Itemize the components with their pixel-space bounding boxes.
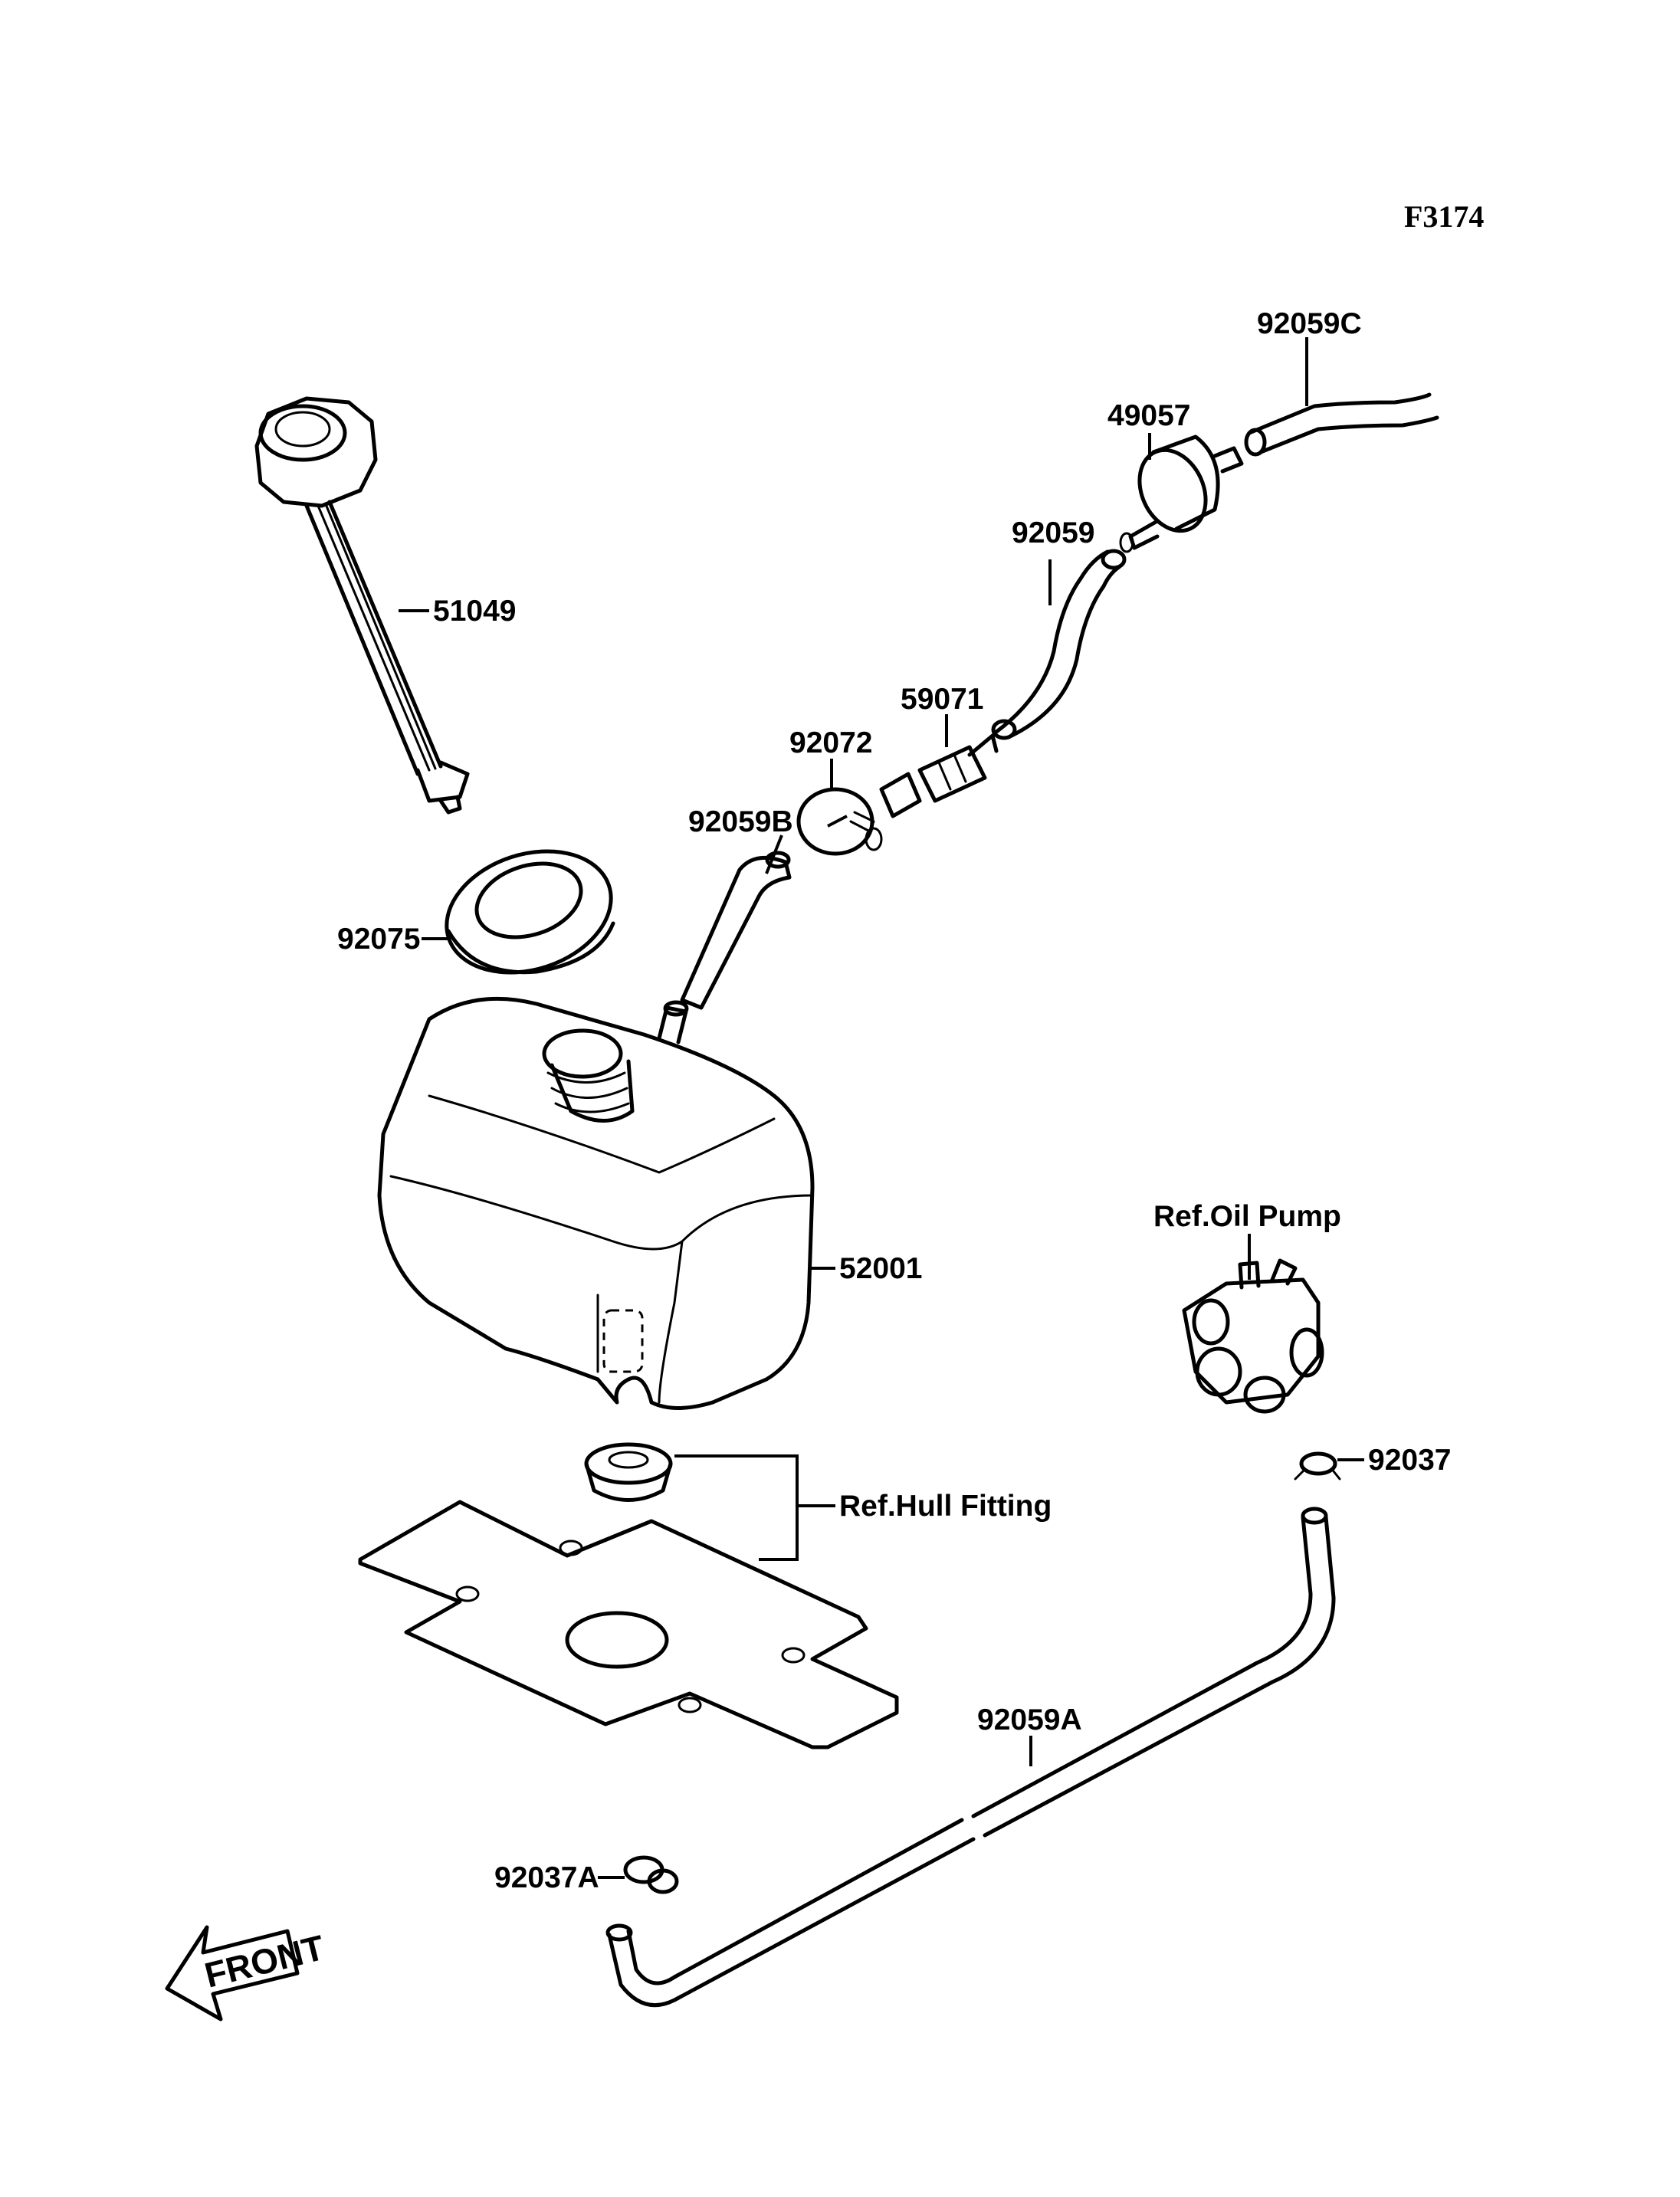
label-92037: 92037 <box>1368 1444 1451 1477</box>
part-92059c-hose <box>1244 392 1439 457</box>
part-92059-hose <box>991 549 1127 740</box>
label-92072: 92072 <box>789 726 872 759</box>
label-ref-oil-pump: Ref.Oil Pump <box>1153 1200 1341 1233</box>
part-52001-oil-tank <box>377 996 815 1410</box>
part-49057-filter <box>1119 434 1244 553</box>
label-92059: 92059 <box>1012 516 1094 549</box>
front-arrow-icon: FRONT <box>165 1925 328 2022</box>
part-92037-clamp <box>1294 1451 1341 1481</box>
oil-pump-reference <box>1182 1258 1324 1414</box>
hull-fitting-reference <box>358 1442 899 1749</box>
label-92037a: 92037A <box>494 1861 599 1894</box>
part-92059b-hose <box>680 851 792 1010</box>
part-59071-fitting <box>879 733 999 818</box>
label-92059c: 92059C <box>1257 307 1362 340</box>
part-92075-grommet <box>445 849 615 975</box>
label-52001: 52001 <box>839 1252 922 1285</box>
part-92059a-hose <box>605 1507 1336 2008</box>
figure-code: F3174 <box>1404 199 1484 234</box>
label-92059a: 92059A <box>977 1703 1082 1736</box>
label-ref-hull-fitting: Ref.Hull Fitting <box>839 1490 1052 1523</box>
label-92059b: 92059B <box>688 805 793 838</box>
label-49057: 49057 <box>1107 399 1190 432</box>
part-51049-fuel-gauge <box>254 396 470 815</box>
part-92072-clamp <box>796 787 883 856</box>
part-92037a-clamp <box>623 1855 679 1894</box>
label-92075: 92075 <box>337 923 420 956</box>
label-51049: 51049 <box>433 595 516 628</box>
label-59071: 59071 <box>901 683 983 716</box>
